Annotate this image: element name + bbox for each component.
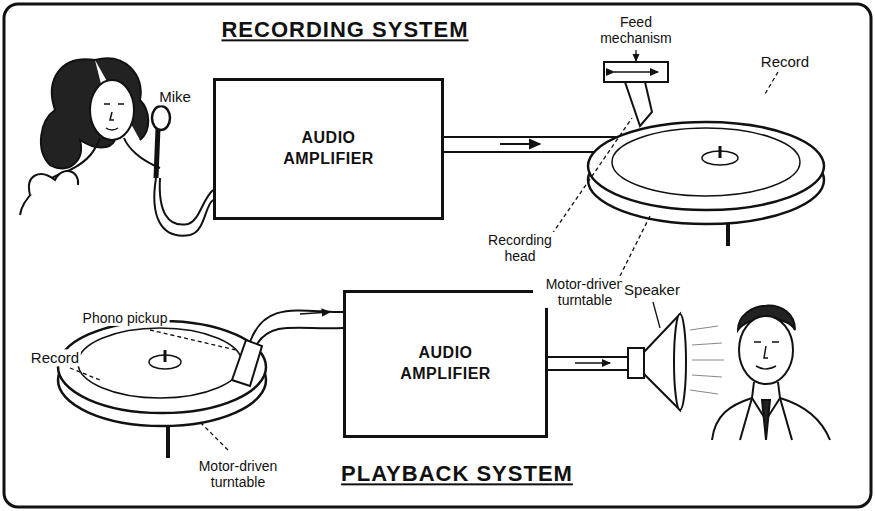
- man-figure: [712, 306, 830, 440]
- box-label: AUDIO AMPLIFIER: [391, 343, 501, 385]
- part-name: Feed mechanism: [589, 14, 683, 46]
- part-name: Mike: [157, 88, 193, 105]
- box-label: AUDIO AMPLIFIER: [274, 128, 384, 170]
- section-title: RECORDING SYSTEM: [219, 17, 470, 42]
- phono-pickup: [232, 310, 343, 386]
- woman-figure: [20, 58, 160, 215]
- amplifier-box: AUDIO AMPLIFIER: [343, 290, 548, 438]
- playback-turntable: [58, 321, 266, 458]
- feed-mechanism: [604, 62, 668, 126]
- part-name: Motor-driven turntable: [186, 458, 290, 490]
- frame: [4, 4, 871, 507]
- part-name: Phono pickup: [81, 310, 170, 326]
- part-name: Record: [759, 53, 811, 70]
- speaker-symbol: [548, 314, 724, 410]
- recording-head: [625, 82, 652, 126]
- amplifier-box: AUDIO AMPLIFIER: [213, 78, 444, 220]
- part-name: Speaker: [622, 281, 682, 298]
- leader-lines: [70, 50, 778, 450]
- section-title: PLAYBACK SYSTEM: [339, 461, 575, 486]
- part-name: Record: [29, 349, 81, 366]
- recording-turntable: [588, 122, 824, 246]
- part-name: Recording head: [473, 232, 567, 264]
- mike-symbol: [152, 106, 213, 236]
